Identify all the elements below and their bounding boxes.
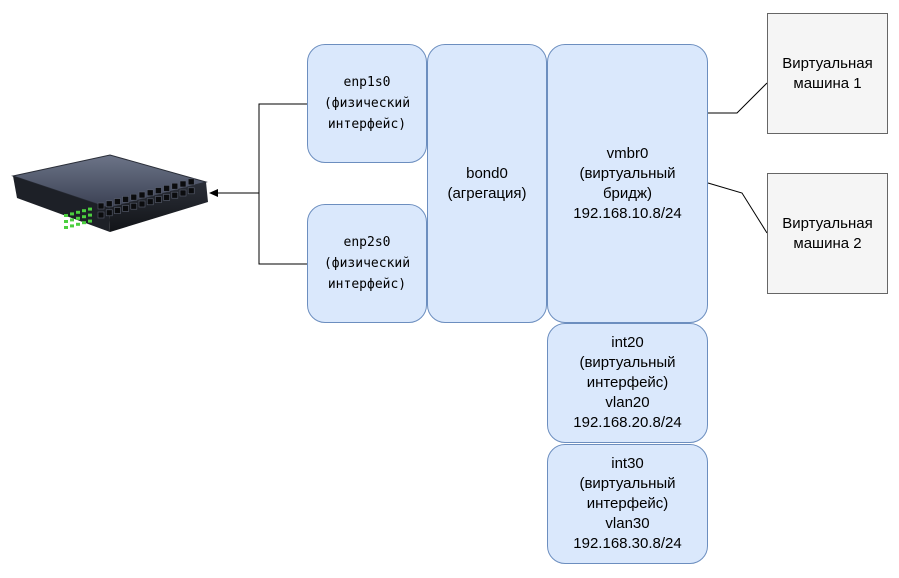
arrowhead-switch: [209, 189, 218, 197]
node-int30-label: int30 (виртуальный интерфейс) vlan30 192…: [573, 455, 682, 552]
switch-led: [64, 226, 68, 229]
switch-led: [70, 224, 74, 228]
switch-port: [179, 189, 187, 197]
vm-box-2-label: Виртуальная машина 2: [782, 214, 873, 252]
switch-port: [163, 185, 170, 192]
switch-led: [82, 209, 86, 213]
switch-port: [146, 198, 154, 206]
switch-led: [76, 210, 80, 214]
switch-led: [70, 218, 74, 222]
node-enp2s0: enp2s0 (физический интерфейс): [307, 204, 427, 323]
switch-port: [179, 180, 187, 188]
switch-led: [70, 212, 74, 216]
node-enp1s0: enp1s0 (физический интерфейс): [307, 44, 427, 163]
switch-led: [88, 213, 92, 217]
switch-led: [76, 216, 80, 220]
switch-port: [171, 191, 179, 199]
switch-led: [88, 207, 92, 211]
switch-port: [146, 189, 154, 197]
switch-led: [76, 222, 80, 226]
switch-port: [171, 182, 179, 190]
switch-port: [187, 187, 195, 195]
network-switch-icon: [11, 154, 208, 232]
switch-port: [155, 196, 162, 203]
vm-box-1: Виртуальная машина 1: [767, 13, 888, 134]
switch-port: [130, 193, 138, 201]
switch-led: [82, 215, 86, 219]
switch-led: [88, 219, 92, 223]
node-enp2s0-label: enp2s0 (физический интерфейс): [323, 235, 411, 292]
switch-port: [114, 207, 121, 214]
switch-port: [122, 196, 129, 203]
switch-port: [105, 200, 113, 208]
node-enp1s0-label: enp1s0 (физический интерфейс): [323, 75, 411, 132]
node-int30: int30 (виртуальный интерфейс) vlan30 192…: [547, 444, 708, 564]
connectors: [209, 82, 768, 265]
switch-port: [138, 200, 146, 208]
node-int20: int20 (виртуальный интерфейс) vlan20 192…: [547, 323, 708, 443]
vm-box-2: Виртуальная машина 2: [767, 173, 888, 294]
node-bond0-label: bond0 (агрегация): [447, 164, 527, 202]
switch-port: [122, 205, 129, 212]
node-bond0: bond0 (агрегация): [427, 44, 547, 323]
switch-port: [105, 209, 113, 217]
edge-enp-to-bus: [258, 103, 307, 265]
switch-led: [64, 214, 68, 217]
switch-port: [97, 202, 105, 210]
edge-vmbr0-to-vm2: [707, 182, 768, 234]
edge-vmbr0-to-vm1: [708, 82, 768, 114]
vm-box-1-label: Виртуальная машина 1: [782, 54, 873, 92]
switch-port: [155, 187, 162, 194]
node-vmbr0-label: vmbr0 (виртуальный бридж) 192.168.10.8/2…: [573, 144, 682, 222]
switch-port: [130, 202, 138, 210]
switch-port: [138, 191, 146, 199]
switch-led: [64, 220, 68, 223]
node-int20-label: int20 (виртуальный интерфейс) vlan20 192…: [573, 334, 682, 431]
switch-led: [82, 221, 86, 225]
switch-port: [114, 198, 121, 205]
node-vmbr0: vmbr0 (виртуальный бридж) 192.168.10.8/2…: [547, 44, 708, 323]
switch-port: [97, 211, 105, 219]
switch-port: [187, 178, 195, 186]
switch-port: [163, 194, 170, 201]
